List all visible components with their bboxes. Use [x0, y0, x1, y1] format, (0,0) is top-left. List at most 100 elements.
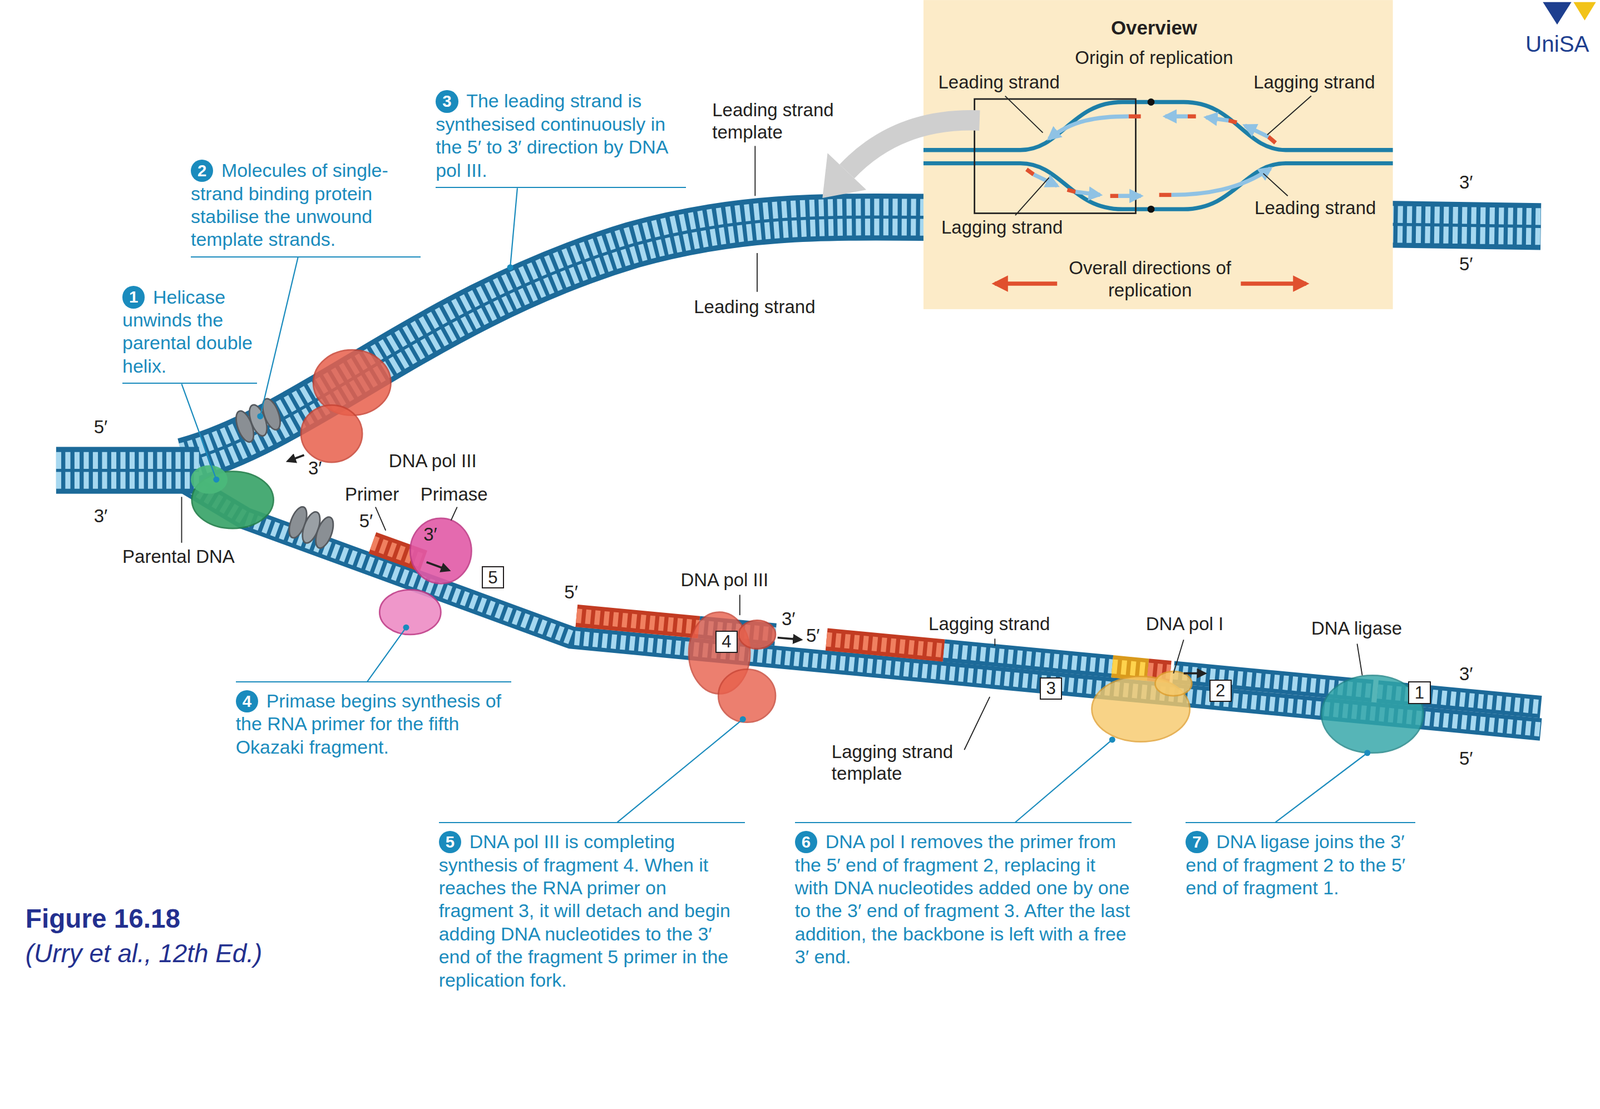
- direction-arrow: [777, 637, 802, 640]
- leader-line: [754, 145, 756, 196]
- overview-strand: [923, 102, 1394, 151]
- okazaki-fragment: [944, 650, 1113, 668]
- callout-text: The leading strand is synthesised contin…: [435, 89, 686, 182]
- overview-new-strand: [1033, 174, 1058, 186]
- origin-dot: [1147, 98, 1155, 106]
- primase: [410, 518, 472, 584]
- panel-title: Overview: [1047, 16, 1262, 40]
- leader-line: [260, 257, 299, 417]
- strand-end: 5′: [1459, 747, 1474, 770]
- callout-text: Molecules of single-strand binding prote…: [190, 159, 421, 252]
- leader-dot: [213, 476, 220, 483]
- leader-line: [1263, 173, 1288, 196]
- leader-line: [1015, 177, 1050, 216]
- leader-line: [367, 627, 407, 682]
- overview-new-strand: [1049, 116, 1129, 139]
- new-dna-nucleotides-bases: [1112, 666, 1148, 670]
- rna-primer: [576, 615, 699, 628]
- strand-end: 3′: [423, 523, 438, 546]
- callout: 6DNA pol I removes the primer from the 5…: [794, 822, 1132, 969]
- origin-dot: [1147, 205, 1155, 214]
- callout-number: 7: [1185, 831, 1208, 854]
- leader-line: [181, 496, 183, 543]
- part-label: Lagging strand: [928, 613, 1050, 636]
- callout-text: DNA pol III is completing synthesis of f…: [438, 830, 745, 992]
- dna-pol-iii: [300, 405, 363, 463]
- zoom-arrow: [846, 120, 980, 172]
- strand-end: 3′: [1459, 663, 1474, 686]
- strand-end: 5′: [564, 581, 579, 604]
- strand-end: 3′: [781, 608, 796, 631]
- part-label: Lagging strand template: [831, 741, 970, 785]
- rna-primer-bases: [576, 615, 699, 628]
- part-label: DNA pol III: [388, 450, 477, 473]
- leader-line: [1173, 639, 1184, 674]
- overview-panel-fill: [923, 0, 1394, 310]
- leader-line: [181, 383, 216, 480]
- rna-primer: [826, 639, 945, 651]
- part-label: DNA pol I: [1146, 613, 1224, 636]
- leader-dot: [1364, 749, 1371, 757]
- leader-line: [964, 697, 990, 750]
- leader-dot: [739, 716, 747, 723]
- strand-end: 3′: [308, 457, 323, 480]
- strand-end: 5′: [806, 624, 821, 648]
- strand-end: 5′: [359, 510, 374, 533]
- strand-end: 5′: [1459, 253, 1474, 276]
- part-label: DNA pol III: [680, 569, 769, 592]
- leader-line: [1005, 96, 1044, 133]
- fragment-number: 1: [1414, 684, 1425, 702]
- callout-text: Primase begins synthesis of the RNA prim…: [235, 689, 512, 759]
- fragment-number: 2: [1215, 682, 1226, 700]
- leader-dot: [1109, 736, 1116, 743]
- callout-text: Helicase unwinds the parental double hel…: [122, 285, 258, 379]
- fragment-number-box: 5: [481, 566, 505, 589]
- single-strand-binding-protein: [312, 515, 337, 551]
- okazaki-fragment-bases: [944, 650, 1113, 668]
- overview-primer: [1268, 136, 1276, 143]
- part-label: Primer: [344, 483, 399, 506]
- overview-new-strand: [1118, 194, 1141, 199]
- overview-label: Lagging strand: [1207, 71, 1422, 94]
- leader-line: [510, 188, 518, 268]
- callout-number: 1: [122, 285, 145, 309]
- leader-line: [756, 253, 758, 293]
- source-note: (Urry et al., 12th Ed.): [25, 938, 263, 970]
- overview-label: Origin of replication: [1047, 46, 1262, 69]
- leader-line: [1015, 739, 1113, 823]
- overview-new-strand: [1075, 191, 1100, 196]
- direction-arrow: [1183, 672, 1206, 675]
- callout-number: 5: [438, 831, 462, 854]
- fragment-number: 5: [487, 569, 498, 587]
- direction-arrow: [426, 562, 449, 571]
- new-dna-nucleotides: [1112, 666, 1148, 670]
- rna-primer-bases: [826, 639, 945, 651]
- parental-duplex-axis: [56, 468, 200, 473]
- strand-end: 3′: [1459, 171, 1474, 194]
- part-label: Leading strand: [693, 295, 816, 319]
- leader-dot: [507, 264, 514, 271]
- callout-text: DNA ligase joins the 3′ end of fragment …: [1185, 830, 1416, 900]
- overview-panel: OverviewOrigin of replicationLeading str…: [923, 0, 1394, 310]
- callout-number: 4: [235, 690, 259, 713]
- part-label: Leading strand template: [712, 99, 851, 143]
- callout-number: 6: [794, 831, 818, 854]
- callout: 3The leading strand is synthesised conti…: [435, 89, 686, 189]
- callout: 7DNA ligase joins the 3′ end of fragment…: [1185, 822, 1416, 900]
- dna-pol-iii: [718, 669, 776, 723]
- fragment-number-box: 1: [1408, 681, 1431, 704]
- callout: 5DNA pol III is completing synthesis of …: [438, 822, 745, 992]
- primase: [379, 589, 441, 635]
- leader-line: [1275, 753, 1368, 823]
- leader-line: [451, 507, 458, 521]
- callout-text: DNA pol I removes the primer from the 5′…: [794, 830, 1132, 969]
- parental-duplex-bases: [56, 452, 200, 490]
- direction-arrow: [287, 455, 304, 462]
- parental-duplex: [56, 446, 200, 494]
- logo-mark: [1573, 2, 1596, 21]
- logo-text: UniSA: [1525, 30, 1589, 58]
- logo-mark: [1542, 2, 1572, 25]
- direction-arrow: [1240, 281, 1306, 286]
- leader-line: [1356, 643, 1362, 676]
